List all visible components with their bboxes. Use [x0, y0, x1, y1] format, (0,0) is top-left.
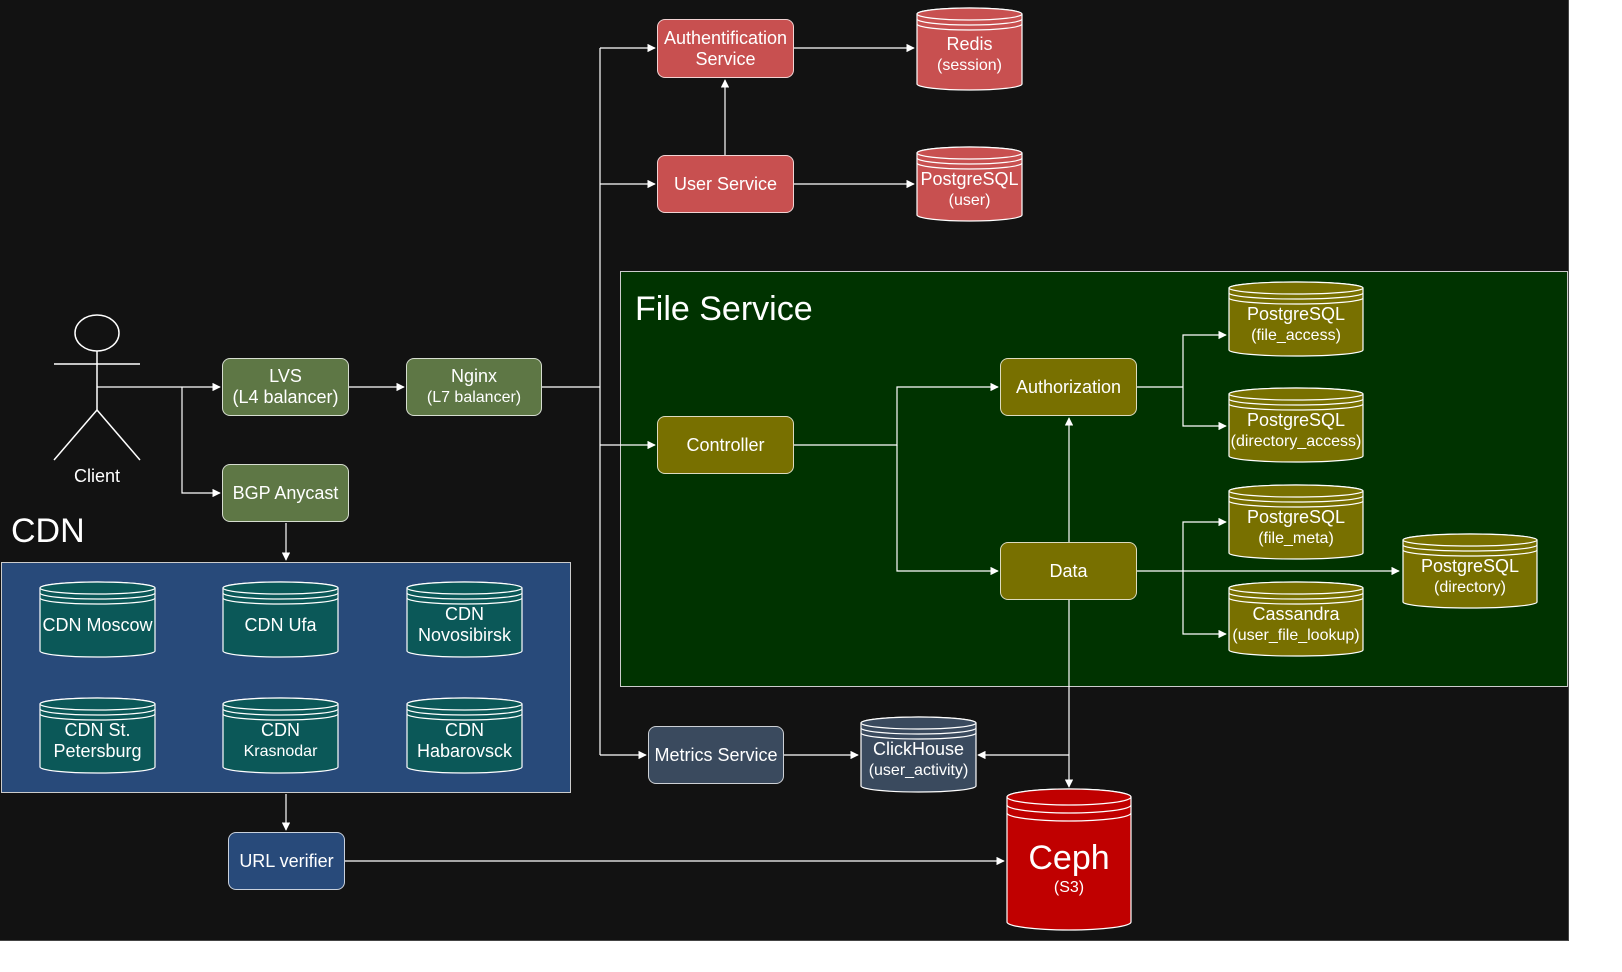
cassandra-db-title: Cassandra: [1252, 603, 1340, 624]
cdn-habarovsck-db-sub: Habarovsck: [416, 741, 513, 761]
clickhouse-db[interactable]: ClickHouse (user_activity): [860, 716, 977, 793]
postgresql-directory-access-db-label: PostgreSQL (directory_access): [1228, 406, 1364, 455]
edge-data-cassandra: [1182, 571, 1227, 639]
user-service-title: User Service: [673, 173, 778, 194]
edge-authz-diraccess: [1182, 387, 1227, 431]
postgresql-user-db-label: PostgreSQL (user): [916, 165, 1023, 214]
postgresql-user-db-sub: (user): [948, 191, 991, 209]
redis-db-title: Redis: [946, 33, 993, 54]
cdn-krasnodar-db-label: CDN Krasnodar: [222, 716, 339, 766]
postgresql-user-db-title: PostgreSQL: [920, 168, 1019, 189]
lvs-title: LVS: [269, 366, 302, 386]
lvs-sub: (L4 balancer): [232, 387, 339, 407]
cdn-ufa-db-label: CDN Ufa: [222, 600, 339, 650]
postgresql-file-meta-db-sub: (file_meta): [1258, 529, 1334, 547]
cassandra-db-label: Cassandra (user_file_lookup): [1228, 600, 1364, 649]
cdn-ufa-db[interactable]: CDN Ufa: [222, 581, 339, 658]
postgresql-directory-db-label: PostgreSQL (directory): [1402, 552, 1538, 601]
data-node[interactable]: Data: [1000, 542, 1137, 600]
ceph-db-label: Ceph(S3): [1006, 815, 1132, 921]
cassandra-db[interactable]: Cassandra (user_file_lookup): [1228, 581, 1364, 657]
postgresql-file-access-db[interactable]: PostgreSQL (file_access): [1228, 281, 1364, 357]
auth-title: Authentification: [663, 27, 788, 48]
postgresql-user-db[interactable]: PostgreSQL (user): [916, 146, 1023, 222]
data-title: Data: [1049, 560, 1088, 581]
postgresql-directory-db-sub: (directory): [1433, 578, 1506, 596]
url-verifier-node[interactable]: URL verifier: [228, 832, 345, 890]
cdn-moscow-db-label: CDN Moscow: [39, 600, 156, 650]
controller-node[interactable]: Controller: [657, 416, 794, 474]
nginx-sub: (L7 balancer): [426, 389, 522, 406]
nginx-title: Nginx: [450, 366, 498, 386]
url-verifier-title: URL verifier: [239, 850, 334, 871]
postgresql-file-meta-db-label: PostgreSQL (file_meta): [1228, 503, 1364, 552]
cdn-st-petersburg-db-label: CDN St.Petersburg: [39, 716, 156, 766]
postgresql-directory-db[interactable]: PostgreSQL (directory): [1402, 533, 1538, 609]
cassandra-db-sub: (user_file_lookup): [1232, 626, 1360, 644]
authorization-node[interactable]: Authorization: [1000, 358, 1137, 416]
cdn-novosibirsk-db-sub: Novosibirsk: [417, 625, 512, 645]
redis-db[interactable]: Redis (session): [916, 7, 1023, 91]
auth-service-node[interactable]: Authentification Service: [657, 19, 794, 78]
postgresql-directory-db-title: PostgreSQL: [1420, 555, 1520, 576]
redis-db-sub: (session): [937, 56, 1002, 74]
auth-sub: Service: [695, 48, 756, 69]
cdn-moscow-db[interactable]: CDN Moscow: [39, 581, 156, 658]
postgresql-directory-access-db-title: PostgreSQL: [1246, 409, 1346, 430]
ceph-db-sub: (S3): [1053, 878, 1085, 896]
ceph-db-title: Ceph: [1028, 838, 1110, 877]
cdn-st-petersburg-db[interactable]: CDN St.Petersburg: [39, 697, 156, 774]
file-service-region: [620, 271, 1568, 687]
cdn-title: CDN: [11, 512, 85, 550]
clickhouse-db-label: ClickHouse (user_activity): [860, 735, 977, 785]
controller-title: Controller: [686, 434, 765, 455]
postgresql-file-access-db-title: PostgreSQL: [1246, 303, 1346, 324]
edge-data-filemeta: [1182, 517, 1227, 571]
client-label: Client: [73, 466, 121, 486]
edge-authz-fileaccess: [1182, 330, 1227, 387]
lvs-node[interactable]: LVS (L4 balancer): [222, 358, 349, 416]
edge-controller-data: [896, 445, 999, 576]
cdn-ufa-db-title: CDN Ufa: [244, 614, 317, 635]
bgp-anycast-node[interactable]: BGP Anycast: [222, 464, 349, 522]
user-service-node[interactable]: User Service: [657, 155, 794, 213]
cdn-krasnodar-db-title: CDN: [261, 720, 300, 740]
postgresql-file-meta-db[interactable]: PostgreSQL (file_meta): [1228, 484, 1364, 560]
postgresql-file-access-db-sub: (file_access): [1251, 326, 1341, 344]
cdn-novosibirsk-db-title: CDN: [445, 604, 484, 624]
nginx-node[interactable]: Nginx (L7 balancer): [406, 358, 542, 416]
client-actor-icon: [53, 314, 141, 461]
cdn-krasnodar-db[interactable]: CDN Krasnodar: [222, 697, 339, 774]
ceph-db[interactable]: Ceph(S3): [1006, 788, 1132, 931]
postgresql-directory-access-db[interactable]: PostgreSQL (directory_access): [1228, 387, 1364, 463]
metrics-service-node[interactable]: Metrics Service: [648, 726, 784, 784]
authorization-title: Authorization: [1015, 376, 1122, 397]
clickhouse-db-title: ClickHouse: [872, 739, 965, 759]
postgresql-file-meta-db-title: PostgreSQL: [1246, 506, 1346, 527]
cdn-st-petersburg-db-sub: Petersburg: [53, 741, 142, 761]
edge-client-bgp: [181, 387, 221, 498]
redis-db-label: Redis (session): [916, 26, 1023, 83]
file-service-title: File Service: [635, 290, 813, 328]
metrics-title: Metrics Service: [654, 744, 778, 765]
cdn-habarovsck-db-title: CDN: [445, 720, 484, 740]
cdn-st-petersburg-db-title: CDN St.: [64, 720, 131, 740]
postgresql-directory-access-db-sub: (directory_access): [1230, 432, 1362, 450]
cdn-moscow-db-title: CDN Moscow: [42, 614, 153, 635]
postgresql-file-access-db-label: PostgreSQL (file_access): [1228, 300, 1364, 349]
bgp-title: BGP Anycast: [232, 482, 339, 503]
clickhouse-db-sub: (user_activity): [868, 762, 969, 779]
cdn-krasnodar-db-sub: Krasnodar: [243, 743, 318, 760]
edge-controller-split: [794, 382, 999, 446]
